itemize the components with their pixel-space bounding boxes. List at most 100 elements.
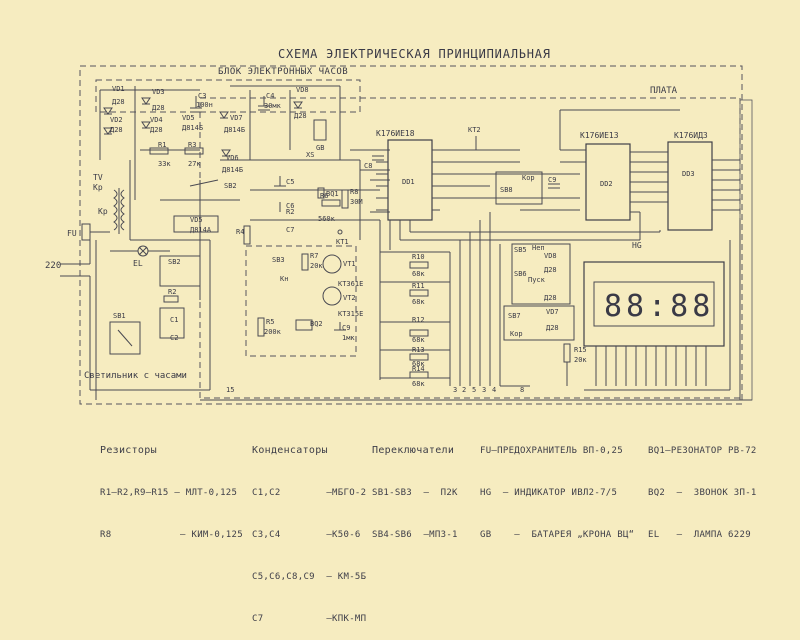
indicator-display: 88:88	[604, 289, 714, 324]
pin-2: 2	[462, 386, 466, 394]
vd7-label: VD7	[230, 114, 243, 122]
legend-misc-1: FU–ПРЕДОХРАНИТЕЛЬ ВП-0,25 HG – ИНДИКАТОР…	[480, 416, 634, 556]
r4-label: R4	[236, 228, 244, 236]
r12-value: 68к	[412, 336, 425, 344]
legend-resistors: Резисторы R1–R2,R9–R15 – МЛТ-0,125 R8 – …	[100, 416, 243, 556]
vd5-type: Д814Б	[182, 124, 203, 132]
vt1-type: КТ361Е	[338, 280, 363, 288]
lamp-label: EL	[133, 259, 143, 268]
c2-label: C2	[170, 334, 178, 342]
vd9-type: Д28	[544, 266, 557, 274]
c4-value: 30мк	[264, 102, 282, 110]
c6-label: C6	[286, 202, 294, 210]
legend-capacitors-line-3: C5,C6,C8,C9 – КМ-5Б	[252, 572, 367, 582]
legend-misc2-line-3: EL – ЛАМПА 6229	[648, 530, 751, 540]
relay-label-2: Кр	[98, 207, 108, 216]
legend-resistors-line-2: R8 – КИМ-0,125	[100, 530, 243, 540]
vd7-type: Д814Б	[224, 126, 245, 134]
sb8-state: Кор	[522, 174, 535, 182]
r15-label: R15	[574, 346, 587, 354]
lamp-caption: Светильник с часами	[84, 371, 187, 381]
r10-value: 68к	[412, 270, 425, 278]
sb2-label: SB2	[224, 182, 237, 190]
c9-cap-label: C9	[342, 324, 350, 332]
vd1-label: VD1	[112, 85, 125, 93]
pin-3: 3	[453, 386, 457, 394]
legend-switches-line-1: SB1-SB3 – П2К	[372, 488, 458, 498]
chip-dd3	[667, 141, 713, 231]
pin-4: 4	[492, 386, 496, 394]
r5-label: R5	[266, 318, 274, 326]
vd4-type: Д28	[150, 126, 163, 134]
dd1-type: К176ИЕ18	[376, 129, 415, 138]
c9-cap-value: 1мк	[342, 334, 355, 342]
vd8-label: VD8	[296, 86, 309, 94]
r5-value: 200к	[264, 328, 282, 336]
vd5b-type: Д814А	[190, 226, 212, 234]
legend-capacitors-line-4: C7 –КПК-МП	[252, 614, 367, 624]
c8-label: C8	[364, 162, 372, 170]
battery-label: GB	[316, 144, 324, 152]
vd3-label: VD3	[152, 88, 165, 96]
vd5b-label: VD5	[190, 216, 203, 224]
sb5-state: Неп	[532, 244, 545, 252]
r8-value: 30М	[350, 198, 363, 206]
legend-capacitors-line-1: C1,C2 –МБГО-2	[252, 488, 367, 498]
legend-misc1-line-2: HG – ИНДИКАТОР ИВЛ2-7/5	[480, 488, 618, 498]
diagram-title: СХЕМА ЭЛЕКТРИЧЕСКАЯ ПРИНЦИПИАЛЬНАЯ	[278, 47, 551, 61]
r11-value: 68к	[412, 298, 425, 306]
c3-label: C3	[198, 92, 206, 100]
legend-resistors-title: Резисторы	[100, 445, 157, 456]
resonator-symbol	[317, 187, 325, 199]
r10-label: R10	[412, 253, 425, 261]
buzzer-symbol	[295, 319, 313, 331]
vt2-type: КТ315Е	[338, 310, 363, 318]
vd1-type: Д28	[112, 98, 125, 106]
vd5-label: VD5	[182, 114, 195, 122]
transistor-vt2	[322, 286, 342, 306]
vd2-label: VD2	[110, 116, 123, 124]
legend-misc1-line-1: FU–ПРЕДОХРАНИТЕЛЬ ВП-0,25	[480, 446, 623, 456]
battery-symbol	[313, 119, 327, 141]
pin-5: 5	[472, 386, 476, 394]
vt2-label: VT2	[343, 294, 356, 302]
kt1-label: КТ1	[336, 238, 349, 246]
sb7-label: SB7	[508, 312, 521, 320]
dd2-name: DD2	[600, 180, 613, 188]
dd3-type: К176ИД3	[674, 131, 708, 140]
transformer-primary	[113, 189, 118, 231]
legend-misc1-line-3: GB – БАТАРЕЯ „КРОНА ВЦ“	[480, 530, 635, 540]
fuse-label: FU	[67, 229, 77, 238]
relay-label: Кр	[93, 183, 103, 192]
vd4-label: VD4	[150, 116, 163, 124]
board-label: ПЛАТА	[650, 86, 678, 96]
r7-value: 20к	[310, 262, 323, 270]
vd8-type: Д28	[294, 112, 307, 120]
c1-label: C1	[170, 316, 178, 324]
sb8-label: SB8	[500, 186, 513, 194]
r2b-label: R2	[286, 208, 294, 216]
r6-value: 560к	[318, 215, 336, 223]
circuit-diagram: СХЕМА ЭЛЕКТРИЧЕСКАЯ ПРИНЦИПИАЛЬНАЯ БЛОК …	[45, 47, 753, 405]
sb3-state: Кн	[280, 275, 288, 283]
vd10-type: Д28	[544, 294, 557, 302]
kt2-label: КТ2	[468, 126, 481, 134]
vd11-label: VD7	[546, 308, 559, 316]
legend-capacitors: Конденсаторы C1,C2 –МБГО-2 C3,C4 –К50-6 …	[252, 416, 366, 640]
r1-value: 33к	[158, 160, 171, 168]
c5-label: C5	[286, 178, 294, 186]
schematic-sheet: СХЕМА ЭЛЕКТРИЧЕСКАЯ ПРИНЦИПИАЛЬНАЯ БЛОК …	[45, 47, 757, 624]
r15-value: 20к	[574, 356, 587, 364]
legend-switches: Переключатели SB1-SB3 – П2К SB4-SB6 –МПЗ…	[372, 416, 458, 556]
vd3-type: Д28	[152, 104, 165, 112]
vd9-label: VD8	[544, 252, 557, 260]
sb2-lower-label: SB2	[168, 258, 181, 266]
legend-switches-line-2: SB4-SB6 –МПЗ-1	[372, 530, 458, 540]
r3-label: R3	[188, 141, 196, 149]
r11-label: R11	[412, 282, 425, 290]
sb7-state: Кор	[510, 330, 523, 338]
legend-misc2-line-2: BQ2 – ЗВОНОК ЗП-1	[648, 488, 757, 498]
legend-capacitors-title: Конденсаторы	[252, 445, 328, 456]
dd3-name: DD3	[682, 170, 695, 178]
r3-value: 27к	[188, 160, 201, 168]
